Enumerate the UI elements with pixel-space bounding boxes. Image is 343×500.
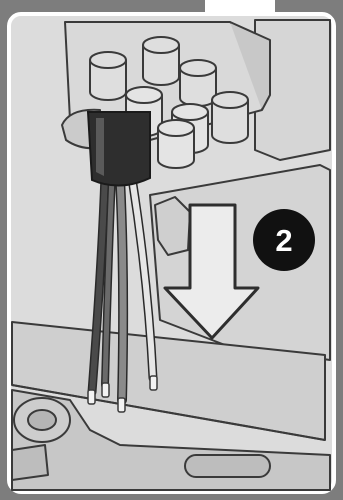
step-number-badge: 2 — [253, 209, 315, 271]
step-number: 2 — [275, 223, 292, 258]
